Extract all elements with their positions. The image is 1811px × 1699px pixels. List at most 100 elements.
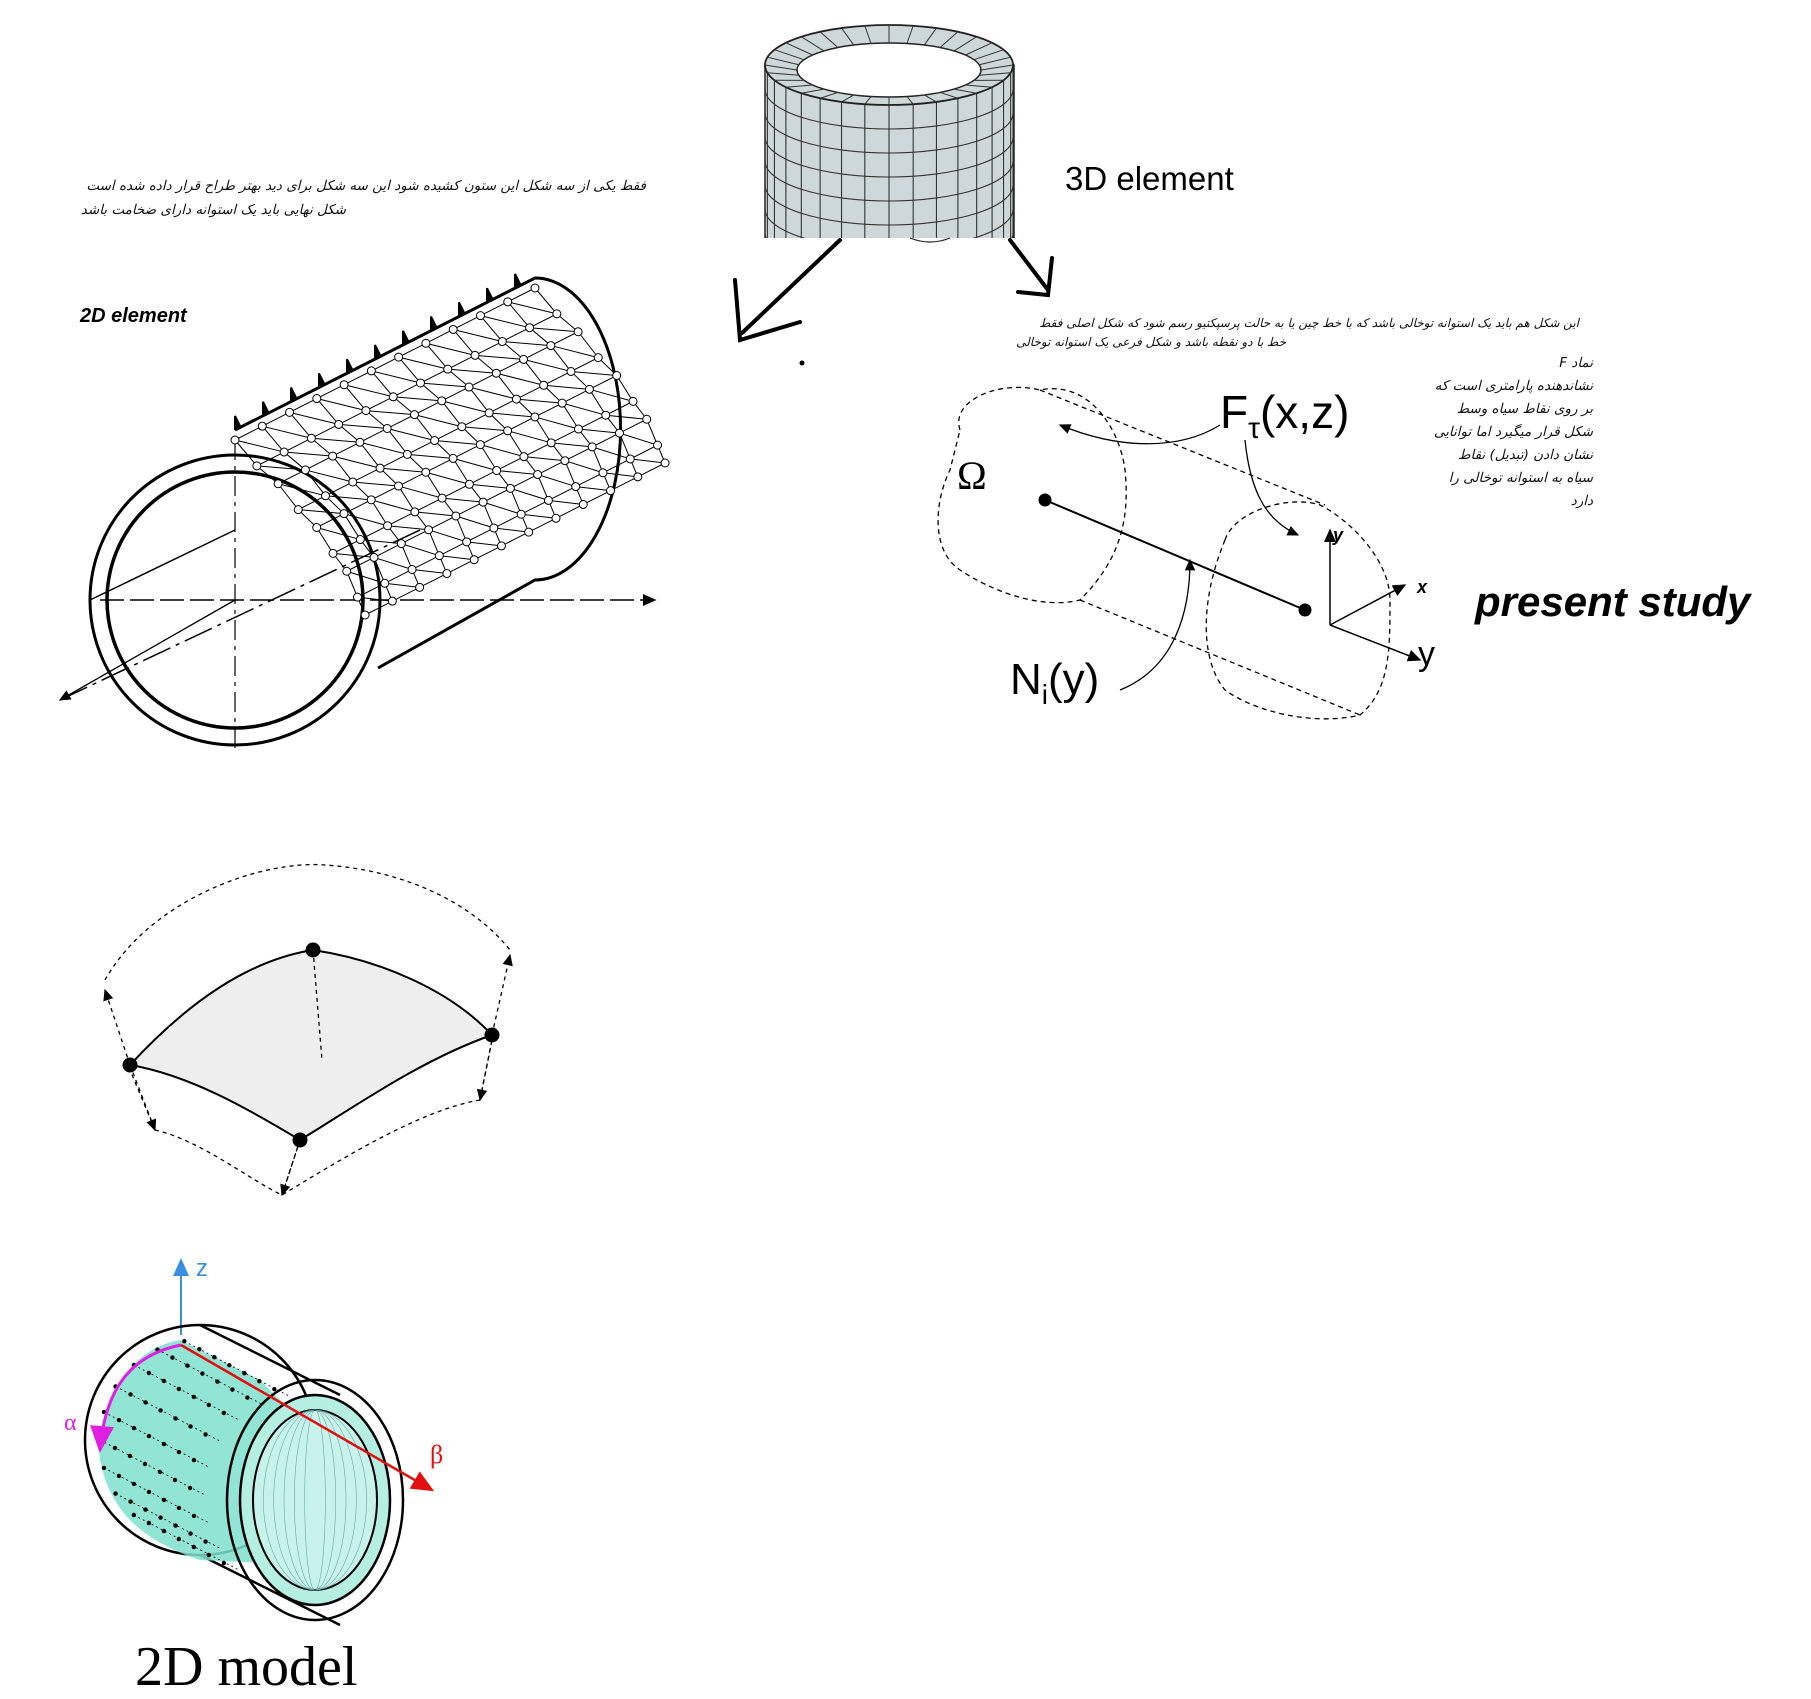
lattice-node <box>335 420 343 428</box>
axis-y-large-label: y <box>1418 635 1435 674</box>
teal-node <box>132 1482 136 1486</box>
lattice-node <box>274 480 282 488</box>
lattice-link <box>535 403 562 417</box>
lattice-node <box>594 354 602 362</box>
lattice-link <box>399 357 421 383</box>
n-i-label: Ni(y) <box>1010 655 1099 711</box>
lattice-node <box>389 393 397 401</box>
teal-node <box>177 1506 181 1510</box>
teal-node <box>143 1400 147 1404</box>
lattice-link <box>426 458 453 472</box>
lattice-link <box>317 399 366 411</box>
lattice-link <box>544 385 590 389</box>
lattice-link <box>311 424 338 438</box>
teal-node <box>272 1387 276 1391</box>
lattice-node <box>504 427 512 435</box>
teal-node <box>197 1347 201 1351</box>
lattice-node <box>558 399 566 407</box>
lattice-link <box>426 343 475 355</box>
support-tick <box>403 331 409 345</box>
lattice-node <box>322 492 330 500</box>
lattice-link <box>333 540 360 554</box>
lattice-node <box>567 367 575 375</box>
lattice-link <box>565 461 603 473</box>
teal-node <box>158 1470 162 1474</box>
teal-node <box>117 1474 121 1478</box>
lattice-link <box>412 556 439 570</box>
3d-element-label: 3D element <box>1065 160 1234 198</box>
lattice-link <box>442 401 489 413</box>
2d-lattice-cylinder <box>60 274 669 750</box>
stray-dot <box>800 361 805 366</box>
lattice-node <box>493 466 501 474</box>
lattice-link <box>510 475 537 489</box>
support-tick <box>487 288 493 302</box>
lattice-node <box>416 379 424 387</box>
lattice-node <box>343 567 351 575</box>
lattice-link <box>480 431 507 445</box>
lattice-node <box>602 411 610 419</box>
lattice-link <box>333 456 380 468</box>
teal-node <box>143 1507 147 1511</box>
lattice-link <box>606 415 647 419</box>
lattice-node <box>497 542 505 550</box>
lattice-node <box>520 453 528 461</box>
lattice-link <box>516 385 543 399</box>
lattice-node <box>313 395 321 403</box>
teal-node <box>203 1539 207 1543</box>
lattice-link <box>483 502 521 514</box>
lattice-node <box>479 498 487 506</box>
lattice-link <box>412 569 447 573</box>
lattice-node <box>438 494 446 502</box>
f-tau-main: F <box>1220 386 1248 438</box>
teal-node <box>128 1454 132 1458</box>
lattice-link <box>442 484 469 498</box>
lattice-node <box>410 411 418 419</box>
support-tick <box>515 274 521 288</box>
lattice-link <box>344 500 371 514</box>
lattice-link <box>407 454 453 458</box>
lattice-link <box>333 442 360 456</box>
lattice-link <box>551 346 598 358</box>
lattice-link <box>521 500 548 514</box>
teal-node <box>215 1379 219 1383</box>
teal-node <box>227 1363 231 1367</box>
lattice-link <box>524 359 571 371</box>
lattice-link <box>448 355 475 369</box>
lattice-node <box>526 324 534 332</box>
lattice-link <box>399 357 448 369</box>
teal-node <box>128 1499 132 1503</box>
lattice-node <box>517 510 525 518</box>
lattice-link <box>474 546 501 560</box>
lattice-node <box>629 397 637 405</box>
lattice-node <box>531 413 539 421</box>
lattice-node <box>525 528 533 536</box>
lattice-link <box>435 427 462 441</box>
lattice-node <box>403 450 411 458</box>
lattice-node <box>383 424 391 432</box>
lattice-link <box>278 470 305 484</box>
lattice-link <box>420 369 447 383</box>
axis-z-label: z <box>196 1255 208 1283</box>
teal-node <box>188 1486 192 1490</box>
lattice-link <box>592 447 630 459</box>
teal-node <box>147 1371 151 1375</box>
note-side: نماد F نشاندهنده پارامتری است که بر روی … <box>1434 352 1593 513</box>
lattice-node <box>354 593 362 601</box>
lattice-node <box>574 425 582 433</box>
n-i-main: N <box>1010 655 1042 704</box>
lattice-node <box>561 457 569 465</box>
lattice-link <box>475 355 524 359</box>
teal-node <box>182 1339 186 1343</box>
lattice-link <box>571 358 598 372</box>
lattice-link <box>298 510 344 514</box>
lattice-link <box>399 472 426 486</box>
teal-node <box>158 1515 162 1519</box>
lattice-link <box>371 371 420 383</box>
lattice-link <box>538 475 576 487</box>
teal-node <box>257 1379 261 1383</box>
lattice-link <box>475 342 502 356</box>
lattice-node <box>443 570 451 578</box>
teal-node <box>173 1523 177 1527</box>
f-tau-label: Fτ(x,z) <box>1220 385 1349 446</box>
